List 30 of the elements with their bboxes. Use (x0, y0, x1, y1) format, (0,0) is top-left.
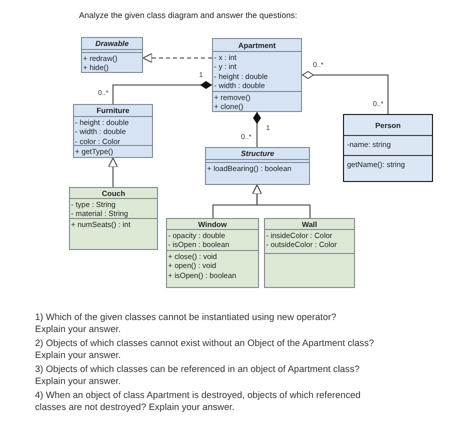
question-text: Explain your answer. (35, 323, 121, 336)
question-text: 1) Which of the given classes cannot be instantiated using new operator? (35, 311, 336, 324)
class-box (166, 218, 259, 288)
connector (142, 52, 212, 64)
connector (252, 184, 311, 218)
question-text: Explain your answer. (35, 375, 121, 388)
connector (302, 71, 389, 114)
empty-compartment (82, 49, 142, 52)
question-text: 3) Objects of which classes can be referenced in an object of Apartment class? (35, 363, 360, 376)
class-box (264, 218, 355, 288)
method-compartment (213, 91, 301, 113)
attribute-compartment (213, 51, 301, 91)
class-box (205, 147, 310, 185)
class-box (343, 114, 433, 182)
class-box (73, 104, 153, 158)
connector (108, 157, 118, 187)
class-box (81, 37, 143, 73)
empty-compartment (206, 159, 309, 162)
connector (253, 112, 261, 147)
class-box (69, 187, 158, 250)
question-text: 4) When an object of class Apartment is destroyed, objects of which referenced classes are not destroyed? Explain your answer. (35, 389, 362, 414)
method-compartment (82, 52, 142, 74)
class-box (212, 38, 302, 112)
title-text: Analyze the given class diagram and answer the questions: (79, 10, 298, 20)
attribute-compartment (74, 116, 152, 145)
question-text: 2) Objects of which classes cannot exist without an Object of the Apartment class? (35, 337, 374, 350)
connector (112, 81, 212, 104)
attribute-compartment (167, 229, 258, 250)
attribute-compartment (70, 198, 157, 218)
question-text: Explain your answer. (35, 349, 121, 362)
